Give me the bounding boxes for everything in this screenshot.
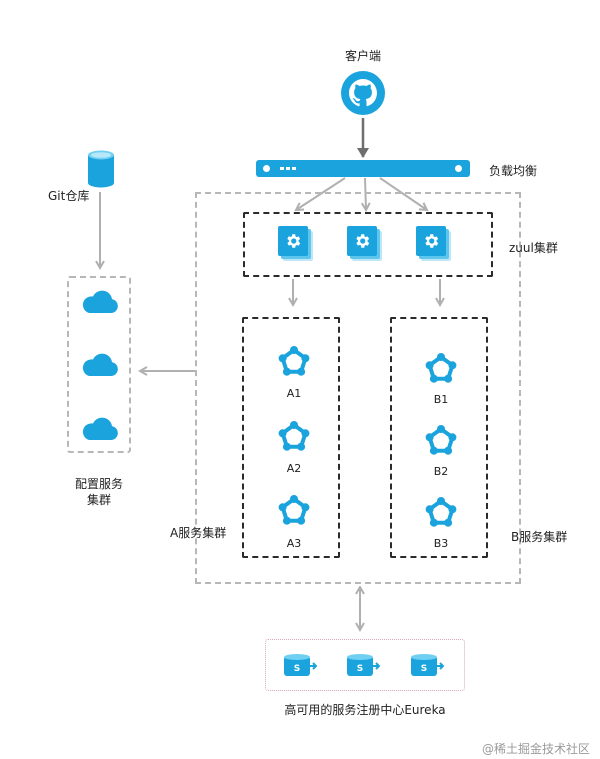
cluster-b-box bbox=[390, 317, 488, 558]
zuul-node bbox=[416, 226, 452, 262]
service-outer-box bbox=[195, 192, 521, 584]
eureka-label: 高可用的服务注册中心Eureka bbox=[284, 703, 446, 717]
cloud-icon bbox=[79, 353, 119, 377]
svg-text:S: S bbox=[294, 664, 300, 674]
service-a1-label: A1 bbox=[286, 387, 302, 400]
zuul-node bbox=[347, 226, 383, 262]
svg-text:S: S bbox=[421, 664, 427, 674]
cloud-icon bbox=[79, 290, 119, 314]
cloud-icon bbox=[79, 417, 119, 441]
zuul-cluster-label: zuul集群 bbox=[509, 241, 558, 255]
lb-to-zuul1-arrow bbox=[296, 177, 346, 210]
server-register-icon: S bbox=[346, 653, 381, 679]
git-label: Git仓库 bbox=[48, 189, 90, 203]
service-a3-label: A3 bbox=[286, 537, 302, 550]
config-cluster-label-line1: 配置服务 bbox=[74, 477, 123, 491]
lb-indicator-dot bbox=[263, 165, 270, 172]
service-node-icon bbox=[277, 494, 311, 528]
lb-indicator-light bbox=[286, 167, 290, 170]
service-node-icon bbox=[424, 352, 458, 386]
lb-indicator-dot bbox=[455, 165, 462, 172]
service-node-icon bbox=[277, 345, 311, 379]
load-balancer-label: 负载均衡 bbox=[489, 164, 538, 178]
load-balancer-bar bbox=[256, 160, 470, 177]
gear-icon bbox=[416, 226, 446, 256]
service-node-icon bbox=[277, 420, 311, 454]
gear-icon bbox=[347, 226, 377, 256]
lb-indicator-light bbox=[292, 167, 296, 170]
lb-indicator-light bbox=[280, 167, 284, 170]
zuul-node bbox=[278, 226, 314, 262]
zuul-cluster-box bbox=[243, 212, 493, 277]
service-a2-label: A2 bbox=[286, 462, 302, 475]
client-label: 客户端 bbox=[344, 49, 381, 63]
lb-to-zuul3-arrow bbox=[379, 177, 427, 210]
gear-icon bbox=[278, 226, 308, 256]
cluster-a-box bbox=[242, 317, 340, 558]
service-b3-label: B3 bbox=[433, 537, 449, 550]
cluster-a-label: A服务集群 bbox=[170, 526, 227, 540]
service-b2-label: B2 bbox=[433, 465, 449, 478]
svg-text:S: S bbox=[357, 664, 363, 674]
github-octocat-icon bbox=[340, 70, 386, 116]
lb-to-zuul2-arrow bbox=[365, 177, 366, 210]
config-cluster-box bbox=[67, 276, 131, 453]
service-node-icon bbox=[424, 496, 458, 530]
config-cluster-label-line2: 集群 bbox=[86, 493, 111, 507]
service-b1-label: B1 bbox=[433, 393, 449, 406]
eureka-box bbox=[265, 639, 465, 691]
database-icon bbox=[88, 150, 114, 188]
server-register-icon: S bbox=[410, 653, 445, 679]
watermark: @稀土掘金技术社区 bbox=[482, 742, 591, 756]
server-register-icon: S bbox=[283, 653, 318, 679]
cluster-b-label: B服务集群 bbox=[511, 530, 568, 544]
service-node-icon bbox=[424, 424, 458, 458]
